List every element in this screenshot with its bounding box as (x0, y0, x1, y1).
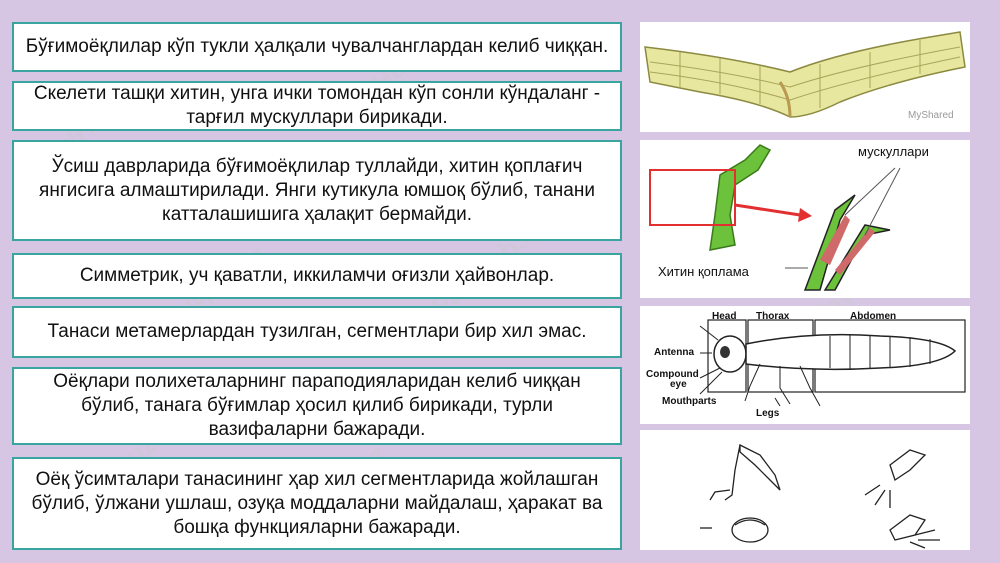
fact-box-origin: Бўғимоёқлилар кўп тукли ҳалқали чувалчан… (12, 22, 622, 72)
thorax-label: Thorax (756, 311, 790, 322)
myshared-logo: MyShared (908, 110, 954, 121)
antenna-label: Antenna (654, 347, 694, 358)
leg-muscle-illustration (649, 144, 901, 291)
fact-box-appendages: Оёқ ўсимталари танасининг ҳар хил сегмен… (12, 457, 622, 550)
mouthparts-label: Mouthparts (662, 396, 717, 407)
fact-box-molting: Ўсиш даврларида бўғимоёқлилар туллайди, … (12, 140, 622, 241)
muscle-tissue-image: MyShared (640, 22, 970, 132)
leg-muscle-image: мускуллари Хитин қоплама (640, 140, 970, 298)
fact-box-legs-origin: Оёқлари полихеталарнинг параподияларидан… (12, 367, 622, 445)
fact-box-metamers: Танаси метамерлардан тузилган, сегментла… (12, 306, 622, 358)
chitin-label: Хитин қоплама (658, 264, 749, 279)
head-label: Head (712, 311, 737, 322)
abdomen-label: Abdomen (850, 311, 897, 322)
insect-body-image: Head Thorax Abdomen Antenna Compound eye… (640, 306, 970, 424)
muscles-label: мускуллари (858, 144, 929, 159)
fact-box-skeleton: Скелети ташқи хитин, унга ички томондан … (12, 81, 622, 131)
muscle-tissue-illustration (644, 31, 966, 118)
fact-box-symmetry: Симметрик, уч қаватли, иккиламчи оғизли … (12, 253, 622, 299)
appendages-image (640, 430, 970, 550)
appendages-illustration (700, 443, 940, 549)
insect-body-illustration (699, 319, 966, 407)
compound-label: Compound (646, 369, 699, 380)
eye-label: eye (670, 379, 687, 390)
legs-label: Legs (756, 408, 780, 419)
